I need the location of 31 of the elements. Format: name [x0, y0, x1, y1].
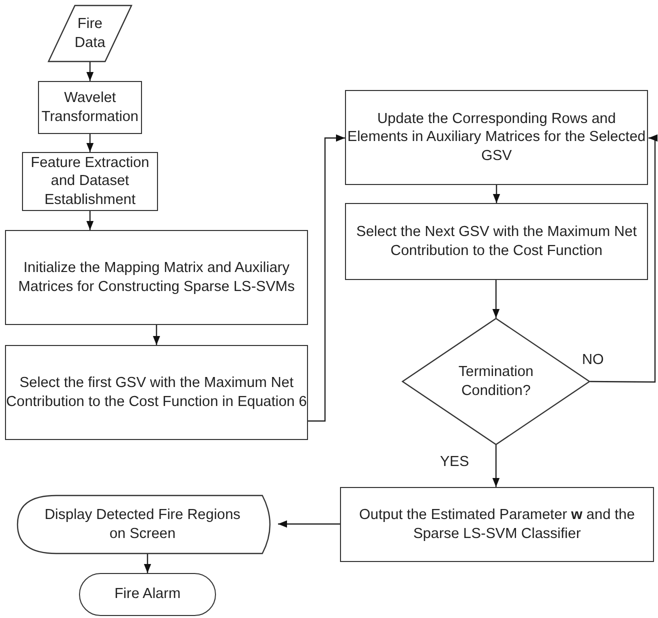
node-text: Display Detected Fire Regions on Screen: [44, 506, 242, 543]
process-box: [345, 203, 648, 280]
arrow: [590, 134, 658, 383]
process-box: [22, 152, 158, 211]
node-text: Output the Estimated Parameter w and the Sparse LS-SVM Classifier: [358, 506, 636, 543]
node-text: Fire Alarm: [114, 585, 181, 604]
arrow: [492, 185, 500, 203]
arrow: [278, 520, 340, 528]
process-box: [5, 345, 308, 440]
node-text: Update the Corresponding Rows and Elements in Auxiliary Matrices for the Selected GSV: [346, 110, 647, 165]
arrow: [144, 554, 152, 573]
arrow: [86, 134, 94, 152]
process-box: [340, 487, 654, 562]
terminal-shape: [79, 573, 216, 616]
arrow: [86, 62, 94, 81]
process-box: [5, 230, 308, 325]
arrow: [152, 325, 160, 345]
arrow: [86, 211, 94, 230]
arrow: [492, 280, 500, 318]
node-text: Initialize the Mapping Matrix and Auxiliary Matrices for Constructing Sparse LS-SVMs: [17, 259, 296, 296]
node-text: Termination Condition?: [458, 363, 534, 400]
data-parallelogram: [48, 5, 132, 62]
arrow: [308, 134, 345, 422]
node-text: Feature Extraction and Dataset Establishment: [30, 154, 150, 209]
arrow: [492, 445, 500, 487]
node-text: Wavelet Transformation: [40, 89, 140, 126]
process-box: [345, 90, 648, 185]
process-box: [38, 81, 142, 134]
node-text: Select the Next GSV with the Maximum Net Contribution to the Cost Function: [355, 223, 638, 260]
node-text: Fire Data: [74, 15, 106, 52]
node-text: Select the first GSV with the Maximum Net Contribution to the Cost Function in Equation 6: [6, 374, 307, 411]
